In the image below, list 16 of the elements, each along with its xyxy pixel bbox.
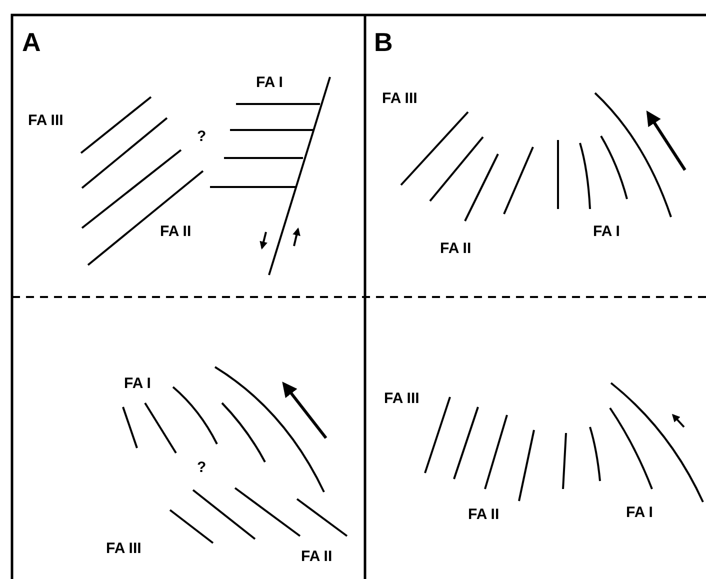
panel-letter: B — [374, 28, 393, 56]
panel-letter: A — [22, 28, 41, 56]
question-mark: ? — [197, 459, 206, 476]
fiber-label: FA I — [626, 504, 653, 521]
fiber-label: FA II — [160, 223, 192, 240]
fiber-label: FA II — [468, 506, 500, 523]
fiber-label: FA I — [124, 375, 151, 392]
fiber-label: FA III — [28, 112, 64, 129]
fiber-label: FA III — [382, 90, 418, 107]
fiber-label: FA I — [593, 223, 620, 240]
question-mark: ? — [197, 128, 206, 145]
fiber-label: FA I — [256, 74, 283, 91]
fiber-label: FA II — [440, 240, 472, 257]
fiber-label: FA III — [106, 540, 142, 557]
fiber-label: FA III — [384, 390, 420, 407]
fiber-label: FA II — [301, 548, 332, 565]
